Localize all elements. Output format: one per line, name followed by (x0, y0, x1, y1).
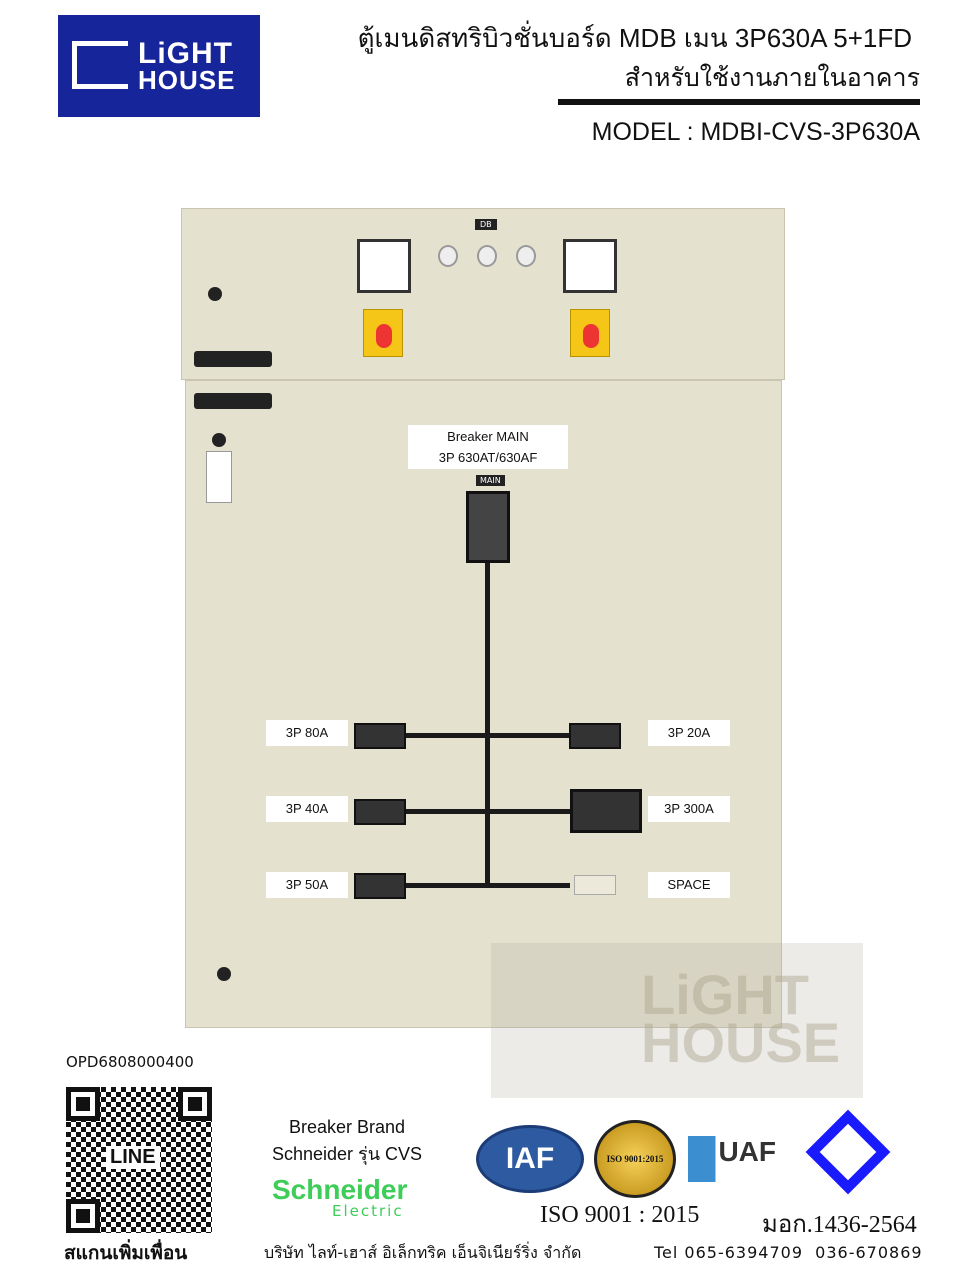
busbar-vertical (485, 563, 490, 885)
page-title: ตู้เมนดิสทริบิวชั่นบอร์ด MDB เมน 3P630A … (357, 23, 912, 53)
feeder-label: 3P 50A (266, 872, 348, 898)
voltmeter-selector-switch (363, 309, 403, 357)
main-tag: MAIN (476, 475, 505, 486)
scan-text: สแกนเพิ่มเพื่อน (64, 1242, 188, 1264)
iso-text: ISO 9001 : 2015 (540, 1202, 700, 1228)
busbar-horizontal (404, 809, 570, 814)
breaker-300a (570, 789, 642, 833)
product-code: OPD6808000400 (66, 1053, 194, 1071)
breaker-40a (354, 799, 406, 825)
schneider-logo: Electric (332, 1202, 404, 1220)
iaf-logo: IAF (476, 1125, 584, 1193)
busbar-horizontal (404, 883, 570, 888)
voltmeter-icon (357, 239, 411, 293)
lock-icon (208, 287, 222, 301)
pilot-lamp-icon (477, 245, 497, 267)
busbar-horizontal (404, 733, 570, 738)
uaf-logo: UAF (688, 1136, 780, 1182)
page-subtitle: สำหรับใช้งานภายในอาคาร (624, 64, 920, 92)
logo-text: LiGHT (138, 37, 233, 70)
light-house-logo: LiGHT HOUSE (58, 15, 260, 117)
lock-icon (217, 967, 231, 981)
main-breaker (466, 491, 510, 563)
ammeter-selector-switch (570, 309, 610, 357)
qr-line-label: LINE (106, 1146, 160, 1169)
schneider-logo: Schneider (272, 1174, 408, 1205)
model-number: MODEL : MDBI-CVS-3P630A (591, 118, 920, 146)
feeder-label: 3P 40A (266, 796, 348, 822)
phone-numbers: Tel 065-6394709 036-670869 (654, 1243, 923, 1262)
feeder-label: 3P 80A (266, 720, 348, 746)
feeder-label: 3P 300A (648, 796, 730, 822)
breaker-50a (354, 873, 406, 899)
door-handle (194, 351, 272, 367)
door-handle (194, 393, 272, 409)
logo-text: HOUSE (138, 65, 236, 95)
space-blank (574, 875, 616, 895)
divider (558, 99, 920, 105)
breaker-20a (569, 723, 621, 749)
feeder-label: SPACE (648, 872, 730, 898)
logo-mark-icon (72, 41, 128, 89)
tis-standard-text: มอก.1436-2564 (762, 1212, 917, 1238)
pilot-lamp-icon (516, 245, 536, 267)
db-tag: DB (475, 219, 497, 230)
pilot-lamp-icon (438, 245, 458, 267)
breaker-80a (354, 723, 406, 749)
tis-logo (805, 1109, 891, 1195)
ammeter-icon (563, 239, 617, 293)
warning-sticker-icon (206, 451, 232, 503)
lock-icon (212, 433, 226, 447)
cabinet-upper-door: DB (181, 208, 785, 380)
feeder-label: 3P 20A (648, 720, 730, 746)
iso-certified-badge: ISO 9001:2015 (594, 1120, 676, 1198)
company-name: บริษัท ไลท์-เฮาส์ อิเล็กทริค เอ็นจิเนียร… (264, 1243, 582, 1262)
